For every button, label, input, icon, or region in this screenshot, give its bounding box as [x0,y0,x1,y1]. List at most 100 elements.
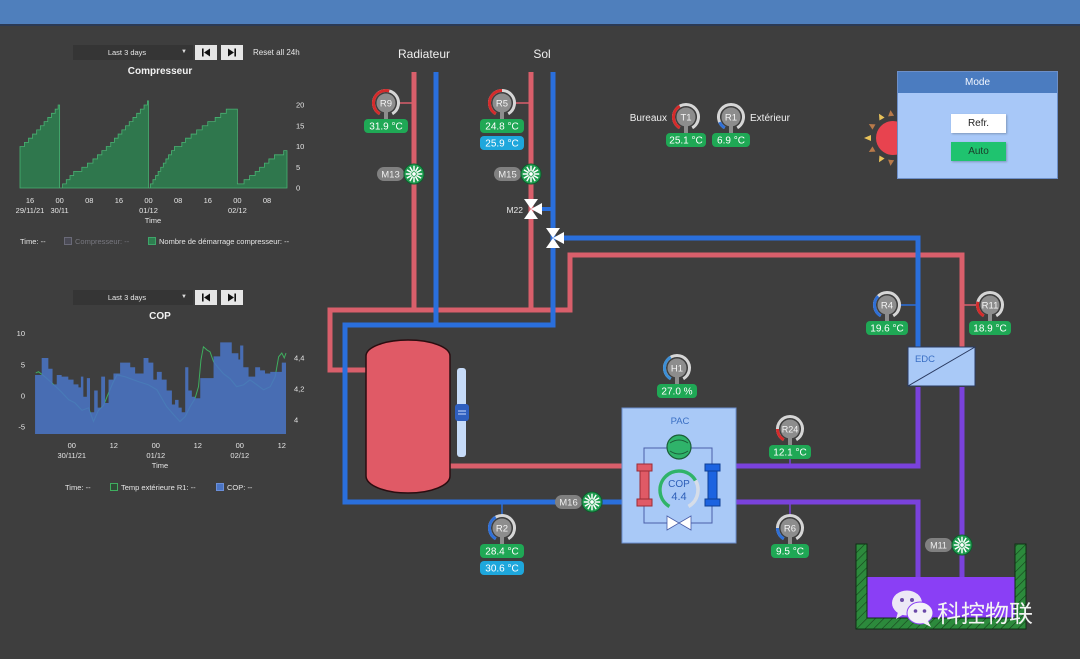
x-tick-label: 00 [55,196,63,205]
x-tick-label: 12 [110,441,118,450]
legend-cop[interactable]: COP: -- [216,483,252,492]
gauge-dial [721,107,741,127]
gauge-level-arc [976,301,985,318]
compressor-legend: Time: -- Compresseur: -- Nombre de démar… [0,237,320,247]
pump-icon [951,534,973,556]
legend-checkbox[interactable] [216,483,224,491]
legend-checkbox[interactable] [64,237,72,245]
cop-last-button[interactable] [221,290,243,305]
sensor-id: T1 [680,113,691,124]
gauge-level-arc [488,515,497,541]
cop-first-button[interactable] [195,290,217,305]
gauge-stem [988,313,992,321]
legend-checkbox[interactable] [148,237,156,245]
y-tick-label: 10 [296,142,304,151]
compressor-icon [666,434,692,460]
sensor-r4[interactable]: R4 19.6 °C [866,291,908,335]
mode-refresh-button[interactable]: Refr. [951,114,1006,133]
sensor-t1[interactable]: T1 25.1 °C [666,103,706,147]
compressor-chart-title: Compresseur [127,66,193,77]
sensor-r1[interactable]: R1 6.9 °C [712,103,750,147]
value-badge [666,133,706,147]
gauge-dial [676,107,696,127]
y-right-tick-label: 4,2 [294,384,304,393]
pump-m15-label: M15 [498,170,516,181]
x-date-label: 02/12 [230,451,249,460]
gauge-dial [877,295,897,315]
y-right-tick-label: 4,4 [294,353,304,362]
sensor-id: R9 [380,99,392,110]
pump-icon [403,163,425,185]
sensor-r6[interactable]: R6 9.5 °C [771,514,809,558]
gauge-level-arc [718,121,726,130]
watermark: 科控物联 [890,588,1033,628]
compressor-range-select[interactable]: Last 3 days ▼ [73,45,193,60]
y-tick-label: 20 [296,101,304,110]
x-tick-label: 16 [26,196,34,205]
legend-checkbox[interactable] [110,483,118,491]
pipe-hot-header [327,252,965,373]
legend-temp-exterieure[interactable]: Temp extérieure R1: -- [110,483,196,492]
y-tick-label: 0 [296,184,300,193]
x-tick-label: 00 [236,441,244,450]
gauge-stem [500,536,504,544]
cop-chart-title: COP [149,311,171,322]
compressor-last-button[interactable] [221,45,243,60]
valve-m22[interactable]: M22 [506,199,542,219]
basin-walls [855,543,1027,630]
top-bar [0,0,1080,26]
mode-auto-button[interactable]: Auto [951,142,1006,161]
skip-to-first-icon [202,48,210,57]
wechat-icon [892,590,934,627]
compressor-first-button[interactable] [195,45,217,60]
pump-m15[interactable]: M15 [494,163,542,185]
cop-area[interactable] [35,342,286,434]
legend-time: Time: -- [20,237,46,246]
value-badge [771,544,809,558]
tank-slider[interactable] [455,368,469,457]
gauge-stem [675,376,679,384]
gauge-dial [492,93,512,113]
sensor-id: R6 [784,524,796,535]
pipe-source-out [716,387,921,469]
setpoint-badge [480,136,524,150]
x-date-label: 30/11/21 [57,451,86,460]
x-tick-label: 00 [68,441,76,450]
gauge-stem [384,111,388,119]
sensor-r9[interactable]: R9 31.9 °C [364,89,408,133]
cop-range-select[interactable]: Last 3 days ▼ [73,290,193,305]
compressor-starts-area[interactable] [19,100,288,189]
sensor-r11[interactable]: R11 18.9 °C [969,291,1011,335]
sensor-r5[interactable]: R5 24.8 °C 25.9 °C [480,89,524,151]
pump-m16[interactable]: M16 [555,491,603,513]
edc-exchanger[interactable]: EDC [907,346,976,387]
heat-pump-pac[interactable]: PAC COP 4.4 [621,407,737,544]
setpoint-text: 30.6 °C [485,564,518,575]
pump-m11[interactable]: M11 [925,534,973,556]
x-date-label: 01/12 [139,206,158,215]
mode-panel-title: Mode [898,72,1057,93]
x-date-label: 01/12 [146,451,165,460]
sensor-id: R1 [725,113,737,124]
legend-nombre-demarrage[interactable]: Nombre de démarrage compresseur: -- [148,237,289,246]
slider-thumb[interactable] [455,404,469,421]
legend-compresseur[interactable]: Compresseur: -- [64,237,129,246]
valve-mixing[interactable] [546,228,564,248]
gauge-stem [684,125,688,133]
basin [855,543,1027,630]
pump-m13[interactable]: M13 [377,163,425,185]
sensor-r2[interactable]: R2 28.4 °C 30.6 °C [480,514,524,575]
sensor-r24[interactable]: R24 12.1 °C [769,415,811,459]
value-badge [480,119,524,133]
reset-all-24h-link[interactable]: Reset all 24h [253,48,300,57]
x-date-label: 29/11/21 [16,206,45,215]
cop-range-value: Last 3 days [107,293,147,302]
gauge-level-arc [672,104,681,130]
chevron-down-icon: ▼ [181,294,187,300]
sensor-h1[interactable]: H1 27.0 % [657,354,697,398]
value-text: 18.9 °C [973,324,1006,335]
cop-gauge-arc [658,469,697,508]
value-text: 24.8 °C [485,122,518,133]
